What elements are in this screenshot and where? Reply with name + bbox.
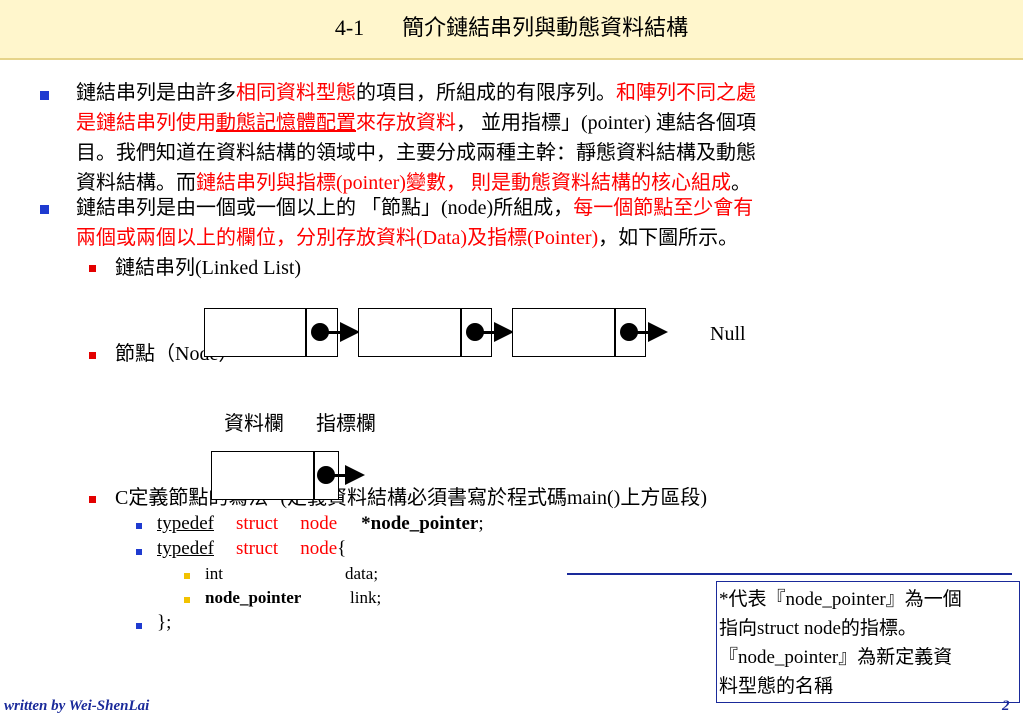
annotation-box: *代表『node_pointer』為一個 指向struct node的指標。 『… [716,581,1020,703]
footer-author: written by Wei-ShenLai [4,698,150,714]
code-punct: { [337,538,347,559]
node-divider [305,308,307,357]
arrow-line [483,331,497,334]
arrow-head-icon [345,465,365,485]
data-field-label: 資料欄 [224,413,284,435]
arrow-head-icon [648,322,668,342]
code-field: data; [345,564,379,583]
sub-item-linked-list: 鏈結串列(Linked List) [115,257,302,279]
code-line-1: typedef struct node *node_pointer; [157,513,484,535]
code-line-5: }; [157,612,172,633]
highlight-text: 來存放資料 [356,112,456,134]
section-number: 4-1 [334,15,365,40]
text: 目。我們知道在資料結構的領域中，主要分成兩種主幹：靜態資料結構及動態 [76,142,756,164]
node-divider [313,451,315,500]
pointer-dot-icon [620,323,638,341]
highlight-underlined-text: 動態記憶體配置 [216,112,356,134]
arrow-line [637,331,651,334]
bullet-icon [184,597,190,603]
bullet-icon [184,573,190,579]
bullet-icon [136,623,142,629]
bullet-icon [89,265,96,272]
text: 資料結構。而 [76,172,196,194]
code-field: link; [350,588,382,607]
paragraph-2: 鏈結串列是由一個或一個以上的 「節點」(node)所組成，每一個節點至少會有 兩… [76,193,996,253]
slide-title: 4-1 簡介鏈結串列與動態資料結構 [0,10,1023,42]
pointer-dot-icon [317,466,335,484]
highlight-text: 和陣列不同之處 [616,82,756,104]
highlight-text: 相同資料型態 [236,82,356,104]
pointer-dot-icon [311,323,329,341]
arrow-head-icon [340,322,360,342]
bullet-icon [136,523,142,529]
highlight-text: 兩個或兩個以上的欄位，分別存放資料(Data)及指標(Pointer) [76,227,599,249]
arrow-head-icon [494,322,514,342]
text: 鏈結串列是由一個或一個以上的 「節點」(node)所組成， [76,197,574,219]
bullet-icon [89,496,96,503]
page-number: 2 [1002,698,1010,714]
pointer-dot-icon [466,323,484,341]
code-type: node_pointer [205,588,302,607]
node-divider [614,308,616,357]
arrow-line [328,331,342,334]
text: 鏈結串列是由許多 [76,82,236,104]
sub-item-c-definition: C定義節點的寫法(定義資料結構必須書寫於程式碼main()上方區段) [115,483,707,513]
pointer-field-label: 指標欄 [316,413,376,435]
note-line: 指向struct node的指標。 [719,618,917,639]
note-line: *代表『node_pointer』為一個 [719,589,962,610]
arrow-line [333,474,347,477]
code-punct: ; [478,513,484,534]
text: 。 [730,172,751,194]
node-divider [460,308,462,357]
code-identifier: *node_pointer [361,513,479,534]
section-title: 簡介鏈結串列與動態資料結構 [402,15,689,40]
bullet-icon [89,352,96,359]
code-keyword: struct [235,513,279,534]
code-keyword: typedef [157,538,214,559]
code-keyword: typedef [157,513,214,534]
highlight-text: 每一個節點至少會有 [573,197,754,219]
code-type: int [205,564,223,583]
highlight-text: 是鏈結串列使用 [76,112,216,134]
bullet-icon [40,205,49,214]
code-identifier: node [300,513,338,534]
text: ， 並用指標」(pointer) 連結各個項 [456,112,756,134]
note-line: 料型態的名稱 [719,676,834,697]
slide-header-band [0,0,1023,60]
code-identifier: node [300,538,338,559]
bullet-icon [40,91,49,100]
null-label: Null [710,323,746,345]
note-line: 『node_pointer』為新定義資 [719,647,953,668]
bullet-icon [136,549,142,555]
callout-line [567,573,1012,575]
paragraph-1: 鏈結串列是由許多相同資料型態的項目，所組成的有限序列。和陣列不同之處 是鏈結串列… [76,78,996,198]
text: 的項目，所組成的有限序列。 [356,82,616,104]
text: (定義資料結構必須書寫於程式碼main()上方區段) [280,487,707,509]
code-keyword: struct [235,538,279,559]
text: ，如下圖所示。 [598,227,739,249]
code-line-2: typedef struct node{ [157,538,346,560]
highlight-text: 鏈結串列與指標(pointer)變數， 則是動態資料結構的核心組成 [196,172,731,194]
